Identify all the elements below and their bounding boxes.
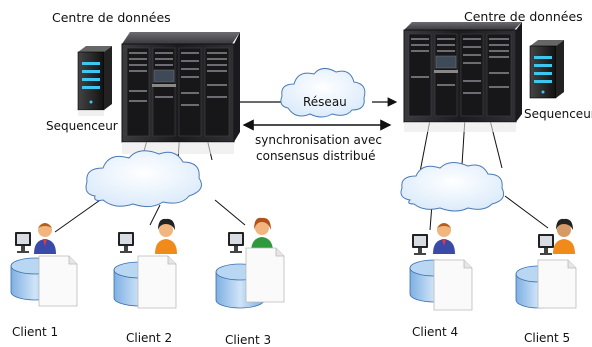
- document-icon: [137, 255, 177, 309]
- sync-label-line2: consensus distribué: [256, 149, 376, 163]
- sync-label-line1: synchronisation avec: [255, 133, 382, 147]
- document-icon: [433, 259, 473, 311]
- document-icon: [537, 259, 577, 309]
- local-network-cloud-icon-dc2: [400, 162, 505, 212]
- user-workstation-icon: [412, 223, 455, 255]
- document-icon: [245, 247, 285, 303]
- client-3-label: Client 3: [225, 333, 272, 347]
- datacenter-1-title: Centre de données: [52, 10, 171, 25]
- link-cloud1-client2: [149, 204, 161, 226]
- link-cloud2-client5: [504, 195, 549, 229]
- user-workstation-icon: [15, 223, 56, 254]
- client-5-group: [515, 218, 577, 309]
- server-rack-icon-dc1: [121, 32, 240, 154]
- datacenter-2-title: Centre de données: [464, 9, 583, 24]
- local-network-cloud-icon-dc1: [85, 150, 202, 208]
- sequencer-tower-icon-dc2: [529, 40, 564, 99]
- client-1-group: [10, 223, 78, 307]
- client-5-label: Client 5: [524, 331, 571, 345]
- sequencer-tower-icon-dc1: [77, 46, 112, 116]
- server-rack-icon-dc2: [403, 22, 522, 132]
- client-1-label: Client 1: [12, 325, 59, 339]
- network-label: Réseau: [303, 95, 347, 109]
- sequencer-2-label: Sequenceur: [524, 107, 592, 121]
- user-workstation-icon: [118, 218, 177, 254]
- network-cloud-icon: [280, 68, 366, 118]
- document-icon: [38, 255, 78, 307]
- client-3-group: [215, 217, 285, 309]
- link-cloud1-client3: [214, 199, 246, 226]
- client-2-label: Client 2: [126, 331, 173, 345]
- user-workstation-icon: [538, 218, 575, 255]
- client-4-group: [409, 223, 473, 311]
- client-2-group: [113, 218, 177, 309]
- user-workstation-icon: [228, 217, 273, 253]
- client-4-label: Client 4: [412, 325, 459, 339]
- link-cloud1-client1: [54, 197, 104, 233]
- sequencer-1-label: Sequenceur: [46, 119, 118, 133]
